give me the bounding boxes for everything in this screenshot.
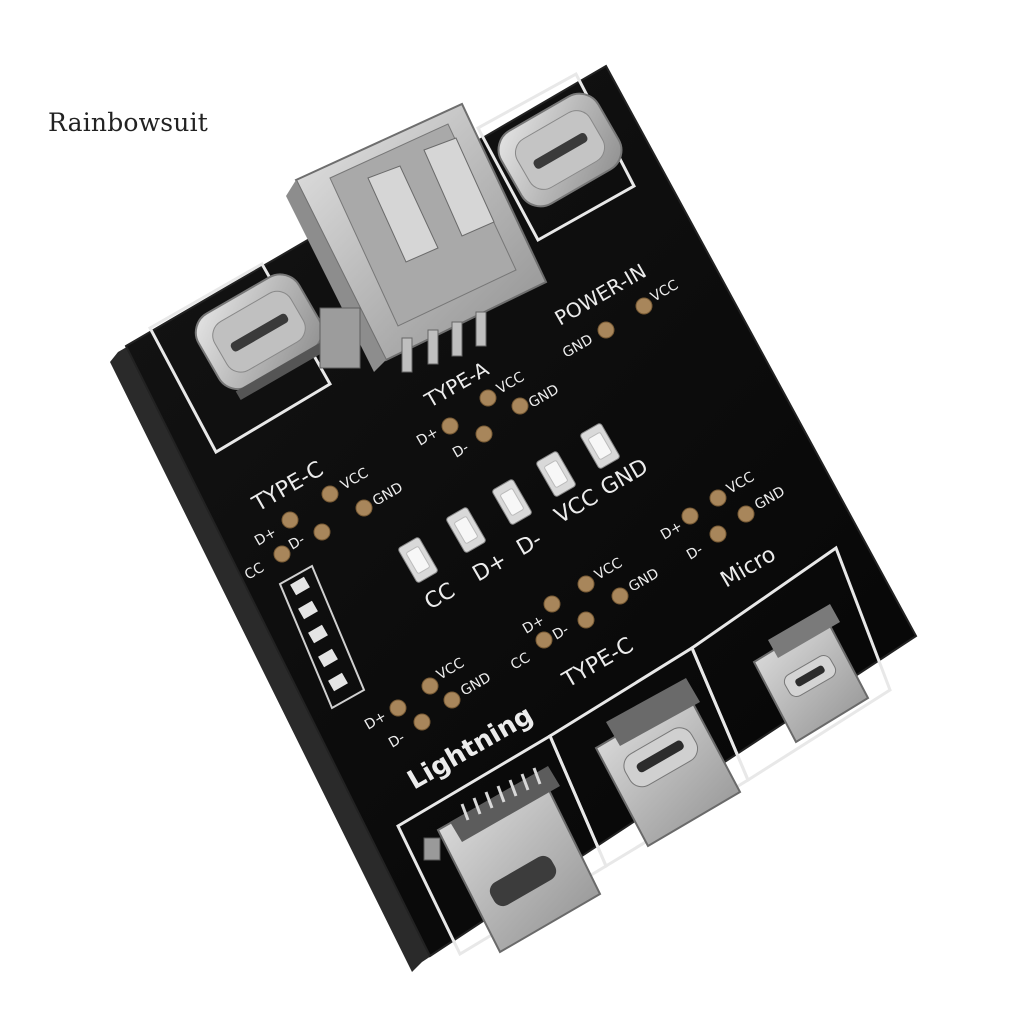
pad-gnd (737, 505, 755, 523)
lightning-port (423, 766, 602, 954)
pad-d-plus (281, 511, 299, 529)
pad-cc (273, 545, 291, 563)
pin-label-d-minus: D- (286, 532, 308, 554)
pad-d-minus (577, 611, 595, 629)
micro-port-frame (690, 545, 892, 783)
led-d-minus (492, 479, 532, 525)
pad-vcc (635, 297, 653, 315)
pin-label-d-minus: D- (450, 440, 472, 462)
pad-vcc (421, 677, 439, 695)
pad-vcc (577, 575, 595, 593)
watermark-text: Rainbowsuit (48, 108, 209, 137)
pad-gnd (511, 397, 529, 415)
port-frame (147, 261, 333, 455)
pin-label-d-minus: D- (550, 622, 572, 644)
led-cc (398, 537, 438, 583)
pad-vcc (479, 389, 497, 407)
type-c-port-bottom (594, 678, 742, 848)
pad-d-plus (681, 507, 699, 525)
led-row (398, 423, 620, 583)
pad-vcc (321, 485, 339, 503)
type-c-port-top-right (475, 71, 636, 243)
pad-gnd (611, 587, 629, 605)
pad-d-minus (313, 523, 331, 541)
pad-d-plus (389, 699, 407, 717)
pad-gnd (443, 691, 461, 709)
micro-usb-port (752, 604, 870, 744)
pin-label-d-minus: D- (386, 730, 408, 752)
pad-gnd (597, 321, 615, 339)
type-a-port (286, 102, 548, 373)
pad-d-plus (543, 595, 561, 613)
pin-label-d-minus: D- (684, 542, 706, 564)
led-gnd (580, 423, 620, 469)
pad-d-minus (709, 525, 727, 543)
resistor-array (278, 564, 366, 710)
pad-d-minus (413, 713, 431, 731)
led-vcc (536, 451, 576, 497)
port-frame (475, 71, 636, 243)
pad-d-plus (441, 417, 459, 435)
pad-vcc (709, 489, 727, 507)
pad-cc (535, 631, 553, 649)
led-d-plus (446, 507, 486, 553)
pad-d-minus (475, 425, 493, 443)
type-c-port-top-left (147, 261, 333, 455)
pad-gnd (355, 499, 373, 517)
